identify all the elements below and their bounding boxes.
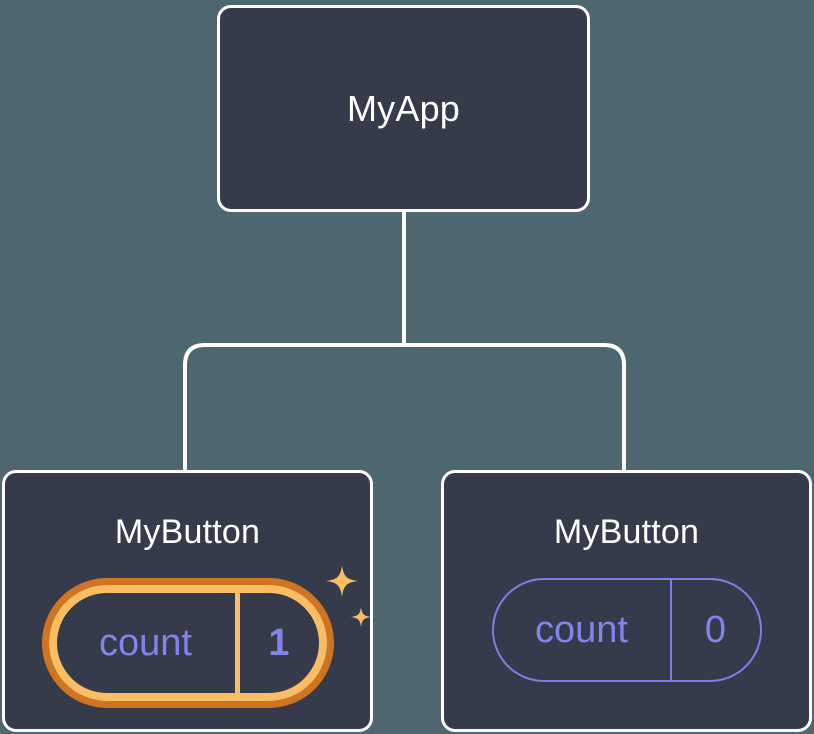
node-myapp[interactable]: MyApp bbox=[217, 5, 590, 212]
node-mybutton-left-label: MyButton bbox=[114, 513, 261, 551]
node-mybutton-right-label: MyButton bbox=[553, 513, 700, 551]
state-value-right: 0 bbox=[669, 580, 760, 680]
node-myapp-label: MyApp bbox=[346, 87, 461, 129]
state-pill-left-inner: count 1 bbox=[48, 585, 327, 701]
node-mybutton-right[interactable]: MyButton count 0 bbox=[441, 470, 812, 732]
state-pill-left-highlighted[interactable]: count 1 bbox=[41, 578, 334, 708]
sparkle-small-icon bbox=[350, 607, 371, 627]
state-key-right: count bbox=[535, 608, 628, 651]
connector-branch-bus bbox=[183, 343, 626, 470]
state-pill-right-wrap: count 0 bbox=[491, 578, 762, 682]
state-pill-left-wrap: count 1 bbox=[41, 565, 371, 708]
state-key-left: count bbox=[99, 621, 192, 664]
state-value-left: 1 bbox=[234, 593, 319, 693]
node-mybutton-left[interactable]: MyButton count 1 bbox=[2, 470, 373, 732]
sparkle-large-icon bbox=[325, 565, 358, 597]
state-pill-right[interactable]: count 0 bbox=[491, 578, 762, 682]
